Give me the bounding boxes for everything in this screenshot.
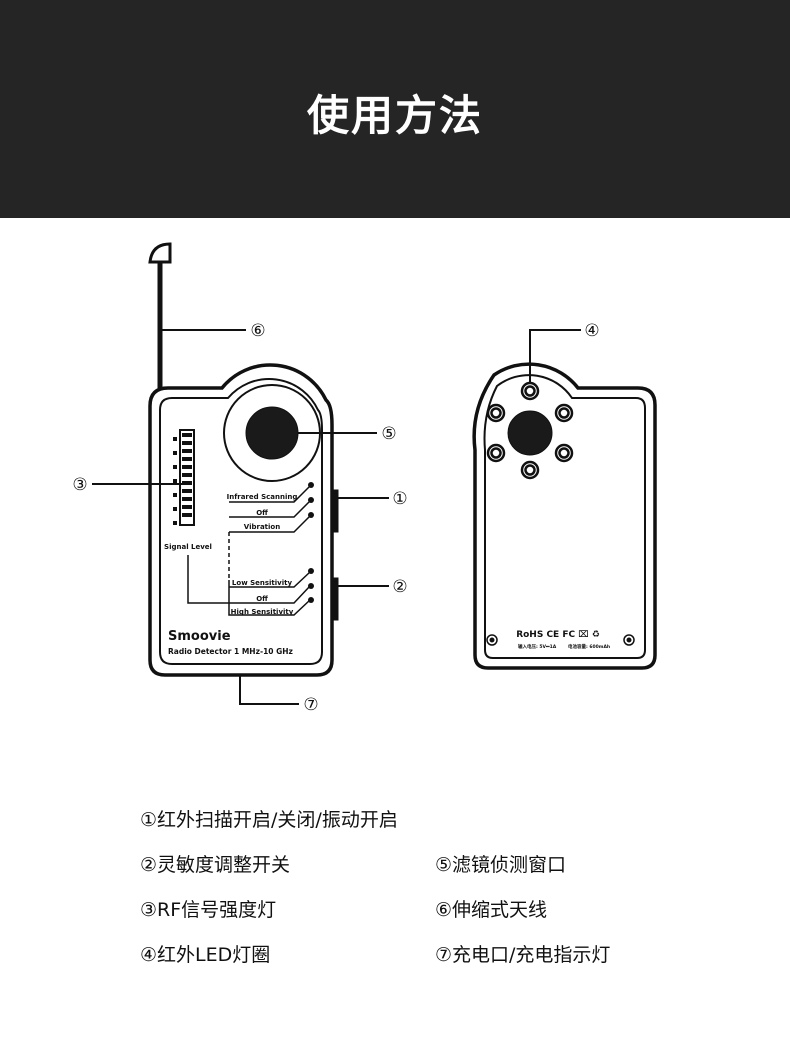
page-title: 使用方法: [306, 91, 483, 140]
cert-marks: RoHS CE FC ⌧ ♻: [516, 630, 600, 640]
antenna-tip: [148, 242, 172, 264]
brand-name: Smoovie: [168, 629, 231, 644]
callout-6: ⑥: [250, 321, 265, 341]
callout-5: ⑤: [381, 424, 396, 444]
label-infrared-scanning: Infrared Scanning: [227, 493, 298, 501]
legend-item-1: ①红外扫描开启/关闭/振动开启: [140, 809, 398, 831]
header-banner: 使用方法: [0, 0, 790, 218]
back-lens: [507, 410, 553, 456]
back-device: [472, 362, 657, 670]
label-off-2: Off: [256, 595, 268, 603]
legend-item-2: ②灵敏度调整开关: [140, 854, 291, 876]
callouts: [92, 329, 581, 705]
callout-2: ②: [392, 577, 407, 597]
label-low-sensitivity: Low Sensitivity: [232, 579, 293, 587]
label-signal-level: Signal Level: [164, 543, 212, 551]
callout-4: ④: [584, 321, 599, 341]
legend-item-6: ⑥伸缩式天线: [435, 899, 548, 921]
signal-level-bar: [179, 429, 195, 526]
battery-spec: 电池容量: 600mAh: [568, 643, 610, 650]
callout-1: ①: [392, 489, 407, 509]
input-spec: 输入电压: 5V⎓1A: [518, 643, 557, 650]
legend-item-4: ④红外LED灯圈: [140, 944, 271, 966]
callout-3: ③: [72, 475, 87, 495]
filter-lens: [245, 406, 299, 460]
legend-item-3: ③RF信号强度灯: [140, 899, 277, 921]
model-text: Radio Detector 1 MHz-10 GHz: [168, 647, 293, 656]
legend-item-5: ⑤滤镜侦测窗口: [435, 854, 567, 876]
callout-7: ⑦: [303, 695, 318, 715]
label-vibration: Vibration: [244, 523, 280, 531]
front-device: [148, 242, 339, 677]
infrared-led-ring: [486, 381, 574, 480]
label-high-sensitivity: High Sensitivity: [231, 608, 294, 616]
legend-item-7: ⑦充电口/充电指示灯: [435, 944, 611, 966]
label-off-1: Off: [256, 509, 268, 517]
